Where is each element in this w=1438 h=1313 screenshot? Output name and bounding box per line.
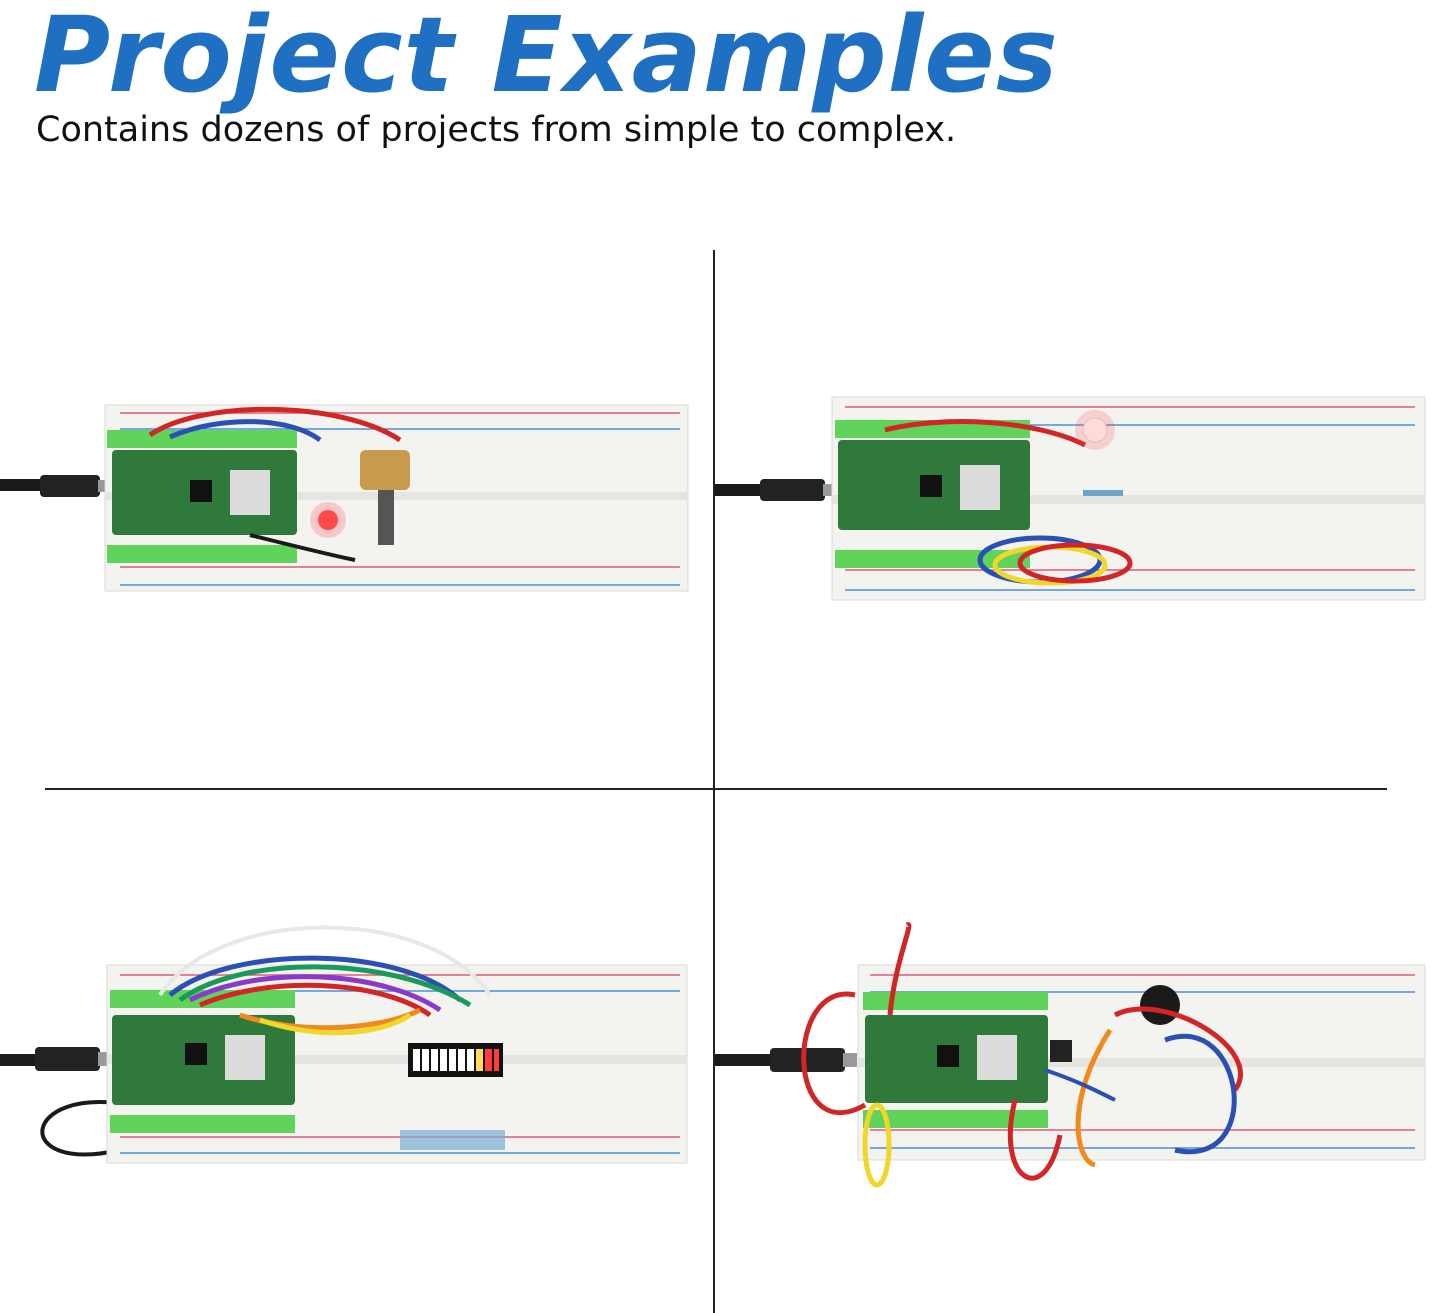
project-photo-led-bar-graph [0,915,700,1180]
panel-4-svg [715,922,1426,1188]
pico-board [863,992,1048,1128]
project-photo-rgb-led [715,395,1426,605]
panel-2-svg [715,396,1426,601]
resistor-icon [1083,490,1123,496]
panel-3-svg [0,925,688,1164]
resistor-icon [400,1130,505,1150]
page-subtitle: Contains dozens of projects from simple … [36,110,957,150]
pico-board [110,990,295,1133]
buzzer-icon [1140,985,1180,1025]
rgb-led-icon [1075,410,1115,450]
usb-cable-icon [0,1047,112,1071]
project-photo-potentiometer-led [0,395,700,605]
panel-1-svg [0,404,689,592]
horizontal-divider-left [45,788,713,790]
project-photo-buzzer-button [715,920,1430,1210]
led-icon [310,502,346,538]
potentiometer-icon [360,450,410,545]
vertical-divider [713,250,715,1313]
usb-cable-icon [715,479,837,501]
usb-cable-icon [715,1048,857,1072]
button-icon [1050,1040,1072,1062]
page-title: Project Examples [34,0,1059,116]
horizontal-divider-right [715,788,1387,790]
usb-cable-icon [0,475,112,497]
led-bar-icon [408,1043,503,1077]
